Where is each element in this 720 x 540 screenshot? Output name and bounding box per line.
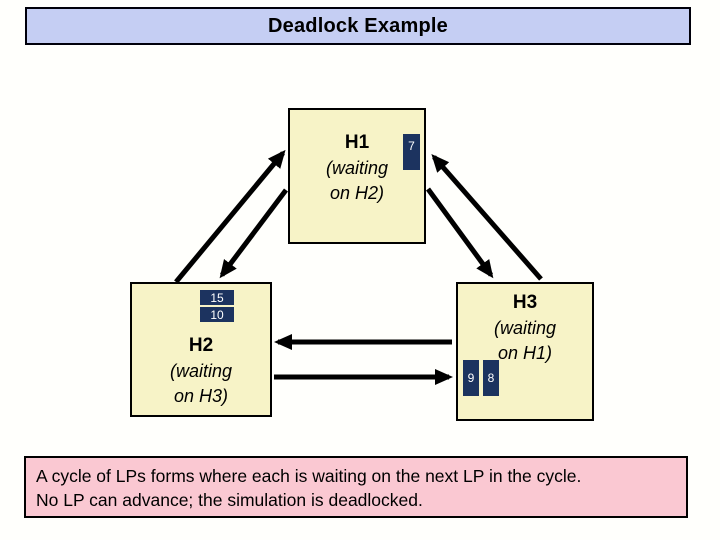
caption-box: A cycle of LPs forms where each is waiti…: [24, 456, 688, 518]
node-h3-label: H3: [512, 292, 538, 313]
queue-h3: 9 8: [463, 360, 499, 396]
node-h2-status-line2: on H3): [173, 386, 229, 406]
queue-cell: 7: [403, 134, 420, 170]
arrow-h2-to-h1: [174, 149, 286, 284]
node-h3-status-line2: on H1): [497, 343, 553, 363]
slide-title: Deadlock Example: [268, 14, 448, 37]
node-h3-status-line1: (waiting: [493, 318, 557, 338]
caption-line-1: A cycle of LPs forms where each is waiti…: [36, 466, 582, 486]
queue-cell: 10: [200, 307, 234, 322]
queue-cell: 9: [463, 360, 479, 396]
queue-h1: 7: [403, 134, 420, 170]
caption-line-2: No LP can advance; the simulation is dea…: [36, 490, 423, 510]
slide-title-bar: Deadlock Example: [25, 7, 691, 45]
queue-h2: 15 10: [200, 290, 234, 322]
arrow-h3-to-h1: [431, 153, 543, 281]
node-h3: H3 (waiting on H1) 9 8: [456, 282, 594, 421]
node-h1-label: H1: [344, 132, 370, 153]
node-h1-status-line2: on H2): [329, 183, 385, 203]
node-h2-status-line1: (waiting: [169, 361, 233, 381]
queue-cell: 15: [200, 290, 234, 305]
queue-cell: 8: [483, 360, 499, 396]
node-h1-status-line1: (waiting: [325, 158, 389, 178]
node-h2-label: H2: [188, 335, 214, 356]
arrow-h1-to-h2: [219, 188, 288, 279]
arrow-h1-to-h3: [425, 187, 494, 279]
node-h2: 15 10 H2 (waiting on H3): [130, 282, 272, 417]
node-h1: H1 (waiting on H2) 7: [288, 108, 426, 244]
